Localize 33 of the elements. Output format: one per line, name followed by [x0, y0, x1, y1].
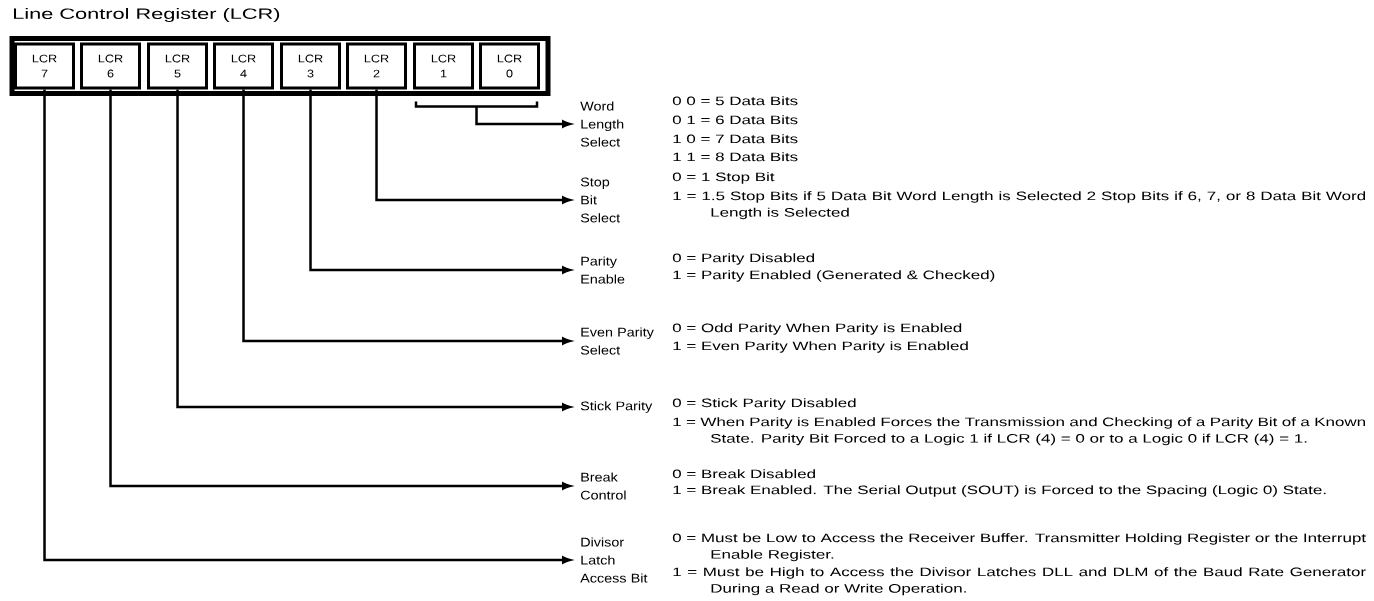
diagram-title: Line Control Register (LCR)	[14, 8, 280, 22]
value-description: 1 1 = 8 Data Bits	[673, 152, 798, 162]
field-name: Even Parity Select	[580, 327, 654, 355]
field-name: Stick Parity	[580, 401, 653, 413]
register-frame	[9, 36, 551, 96]
value-description: 0 = Stick Parity Disabled	[672, 398, 856, 410]
register-cell: LCR 1	[413, 42, 474, 90]
register-cell: LCR 7	[14, 42, 75, 90]
register-cell: LCR 5	[147, 42, 208, 90]
value-description: 0 0 = 5 Data Bits	[672, 96, 798, 106]
value-description: 0 = Parity Disabled	[672, 253, 814, 265]
value-description: 0 = 1 Stop Bit	[672, 172, 775, 184]
field-name: Stop Bit Select	[580, 177, 621, 223]
register-cell: LCR 6	[80, 42, 141, 90]
field-name: Word Length Select	[580, 101, 624, 147]
value-description: 1 = Even Parity When Parity is Enabled	[673, 341, 968, 353]
value-description: 0 = Must be Low to Access the Receiver Buffer. Transmitter Holding Register or the Interrupt Enable Register.	[672, 533, 1366, 562]
field-name: Divisor Latch Access Bit	[580, 537, 648, 583]
value-description: 0 = Odd Parity When Parity is Enabled	[672, 323, 962, 335]
register-cell: LCR 2	[346, 42, 407, 90]
value-description: 1 = Parity Enabled (Generated & Checked)	[673, 270, 995, 282]
value-description: 0 = Break Disabled	[672, 469, 815, 479]
value-description: 1 = Break Enabled. The Serial Output (SOUT) is Forced to the Spacing (Logic 0) State.	[673, 485, 1326, 497]
value-description: 0 1 = 6 Data Bits	[672, 115, 798, 125]
value-description: 1 = When Parity is Enabled Forces the Transmission and Checking of a Parity Bit of a Known State. Parity Bit Forced to a Logic 1 if LCR (4) = 0 or to a Logic 0 if LCR (4) = 1.	[673, 417, 1365, 446]
register-cell: LCR 3	[280, 42, 341, 90]
value-description: 1 = 1.5 Stop Bits if 5 Data Bit Word Length is Selected 2 Stop Bits if 6, 7, or 8 Data Bit Word Length is Selected	[673, 191, 1366, 220]
register-cell: LCR 4	[213, 42, 274, 90]
field-name: Break Control	[580, 472, 626, 500]
value-description: 1 0 = 7 Data Bits	[673, 134, 798, 144]
field-name: Parity Enable	[581, 256, 625, 284]
register-cell: LCR 0	[479, 42, 540, 90]
value-description: 1 = Must be High to Access the Divisor Latches DLL and DLM of the Baud Rate Generator During a Read or Write Operation.	[673, 567, 1366, 596]
